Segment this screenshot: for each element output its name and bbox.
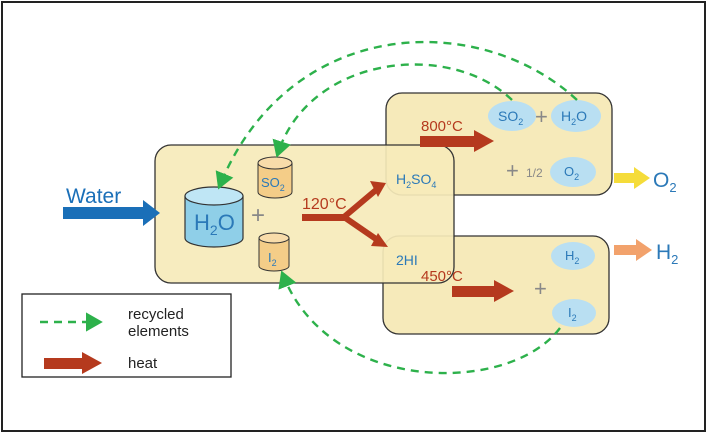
lower-plus-sign: + bbox=[534, 276, 547, 301]
upper-plus-sign: + bbox=[535, 104, 548, 129]
upper-o2-bubble bbox=[550, 157, 596, 187]
center-so2-label: SO2 bbox=[261, 175, 285, 193]
lower-temperature-label: 450°C bbox=[421, 268, 463, 285]
upper-h2o-label: H2O bbox=[561, 108, 587, 127]
hi-label: 2HI bbox=[396, 252, 418, 268]
upper-so2-bubble bbox=[488, 101, 536, 131]
half-coefficient: 1/2 bbox=[526, 166, 543, 180]
center-heat-arrow bbox=[302, 214, 346, 221]
h2-output-label: H2 bbox=[656, 241, 678, 267]
recycle-h2o-path bbox=[215, 40, 578, 190]
center-h2o-label: H2O bbox=[194, 210, 235, 238]
upper-temperature-label: 800°C bbox=[421, 118, 463, 135]
i2-container-icon bbox=[258, 232, 290, 272]
water-label: Water bbox=[66, 185, 121, 208]
upper-o2-label: O2 bbox=[564, 164, 579, 182]
lower-h2-bubble bbox=[551, 242, 595, 270]
water-input-arrow bbox=[63, 200, 160, 226]
upper-h2o-bubble bbox=[551, 100, 601, 132]
recycle-so2-path bbox=[272, 63, 513, 158]
o2-output-label: O2 bbox=[653, 169, 677, 195]
legend-heat-swatch bbox=[44, 352, 102, 374]
legend-recycled-line1: recycled bbox=[128, 306, 184, 323]
o2-output-arrow bbox=[614, 167, 650, 189]
legend-recycled-line2: elements bbox=[128, 323, 189, 340]
recycle-arrows bbox=[215, 40, 578, 375]
water-tank-icon bbox=[184, 186, 244, 248]
lower-heat-arrow bbox=[452, 280, 514, 302]
h2so4-label: H2SO4 bbox=[396, 171, 436, 190]
upper-plus-sign-2: + bbox=[506, 158, 519, 183]
lower-h2-label: H2 bbox=[565, 248, 579, 266]
upper-heat-arrow bbox=[420, 130, 494, 152]
fork-arrow bbox=[342, 181, 388, 247]
center-temperature-label: 120°C bbox=[302, 196, 347, 213]
center-i2-label: I2 bbox=[268, 250, 277, 268]
lower-i2-bubble bbox=[552, 299, 596, 327]
legend-heat-label: heat bbox=[128, 355, 158, 372]
lower-i2-label: I2 bbox=[568, 305, 577, 323]
recycle-i2-path bbox=[278, 270, 561, 375]
h2-output-arrow bbox=[614, 239, 652, 261]
upper-so2-label: SO2 bbox=[498, 108, 523, 127]
center-plus-sign: + bbox=[251, 202, 265, 229]
